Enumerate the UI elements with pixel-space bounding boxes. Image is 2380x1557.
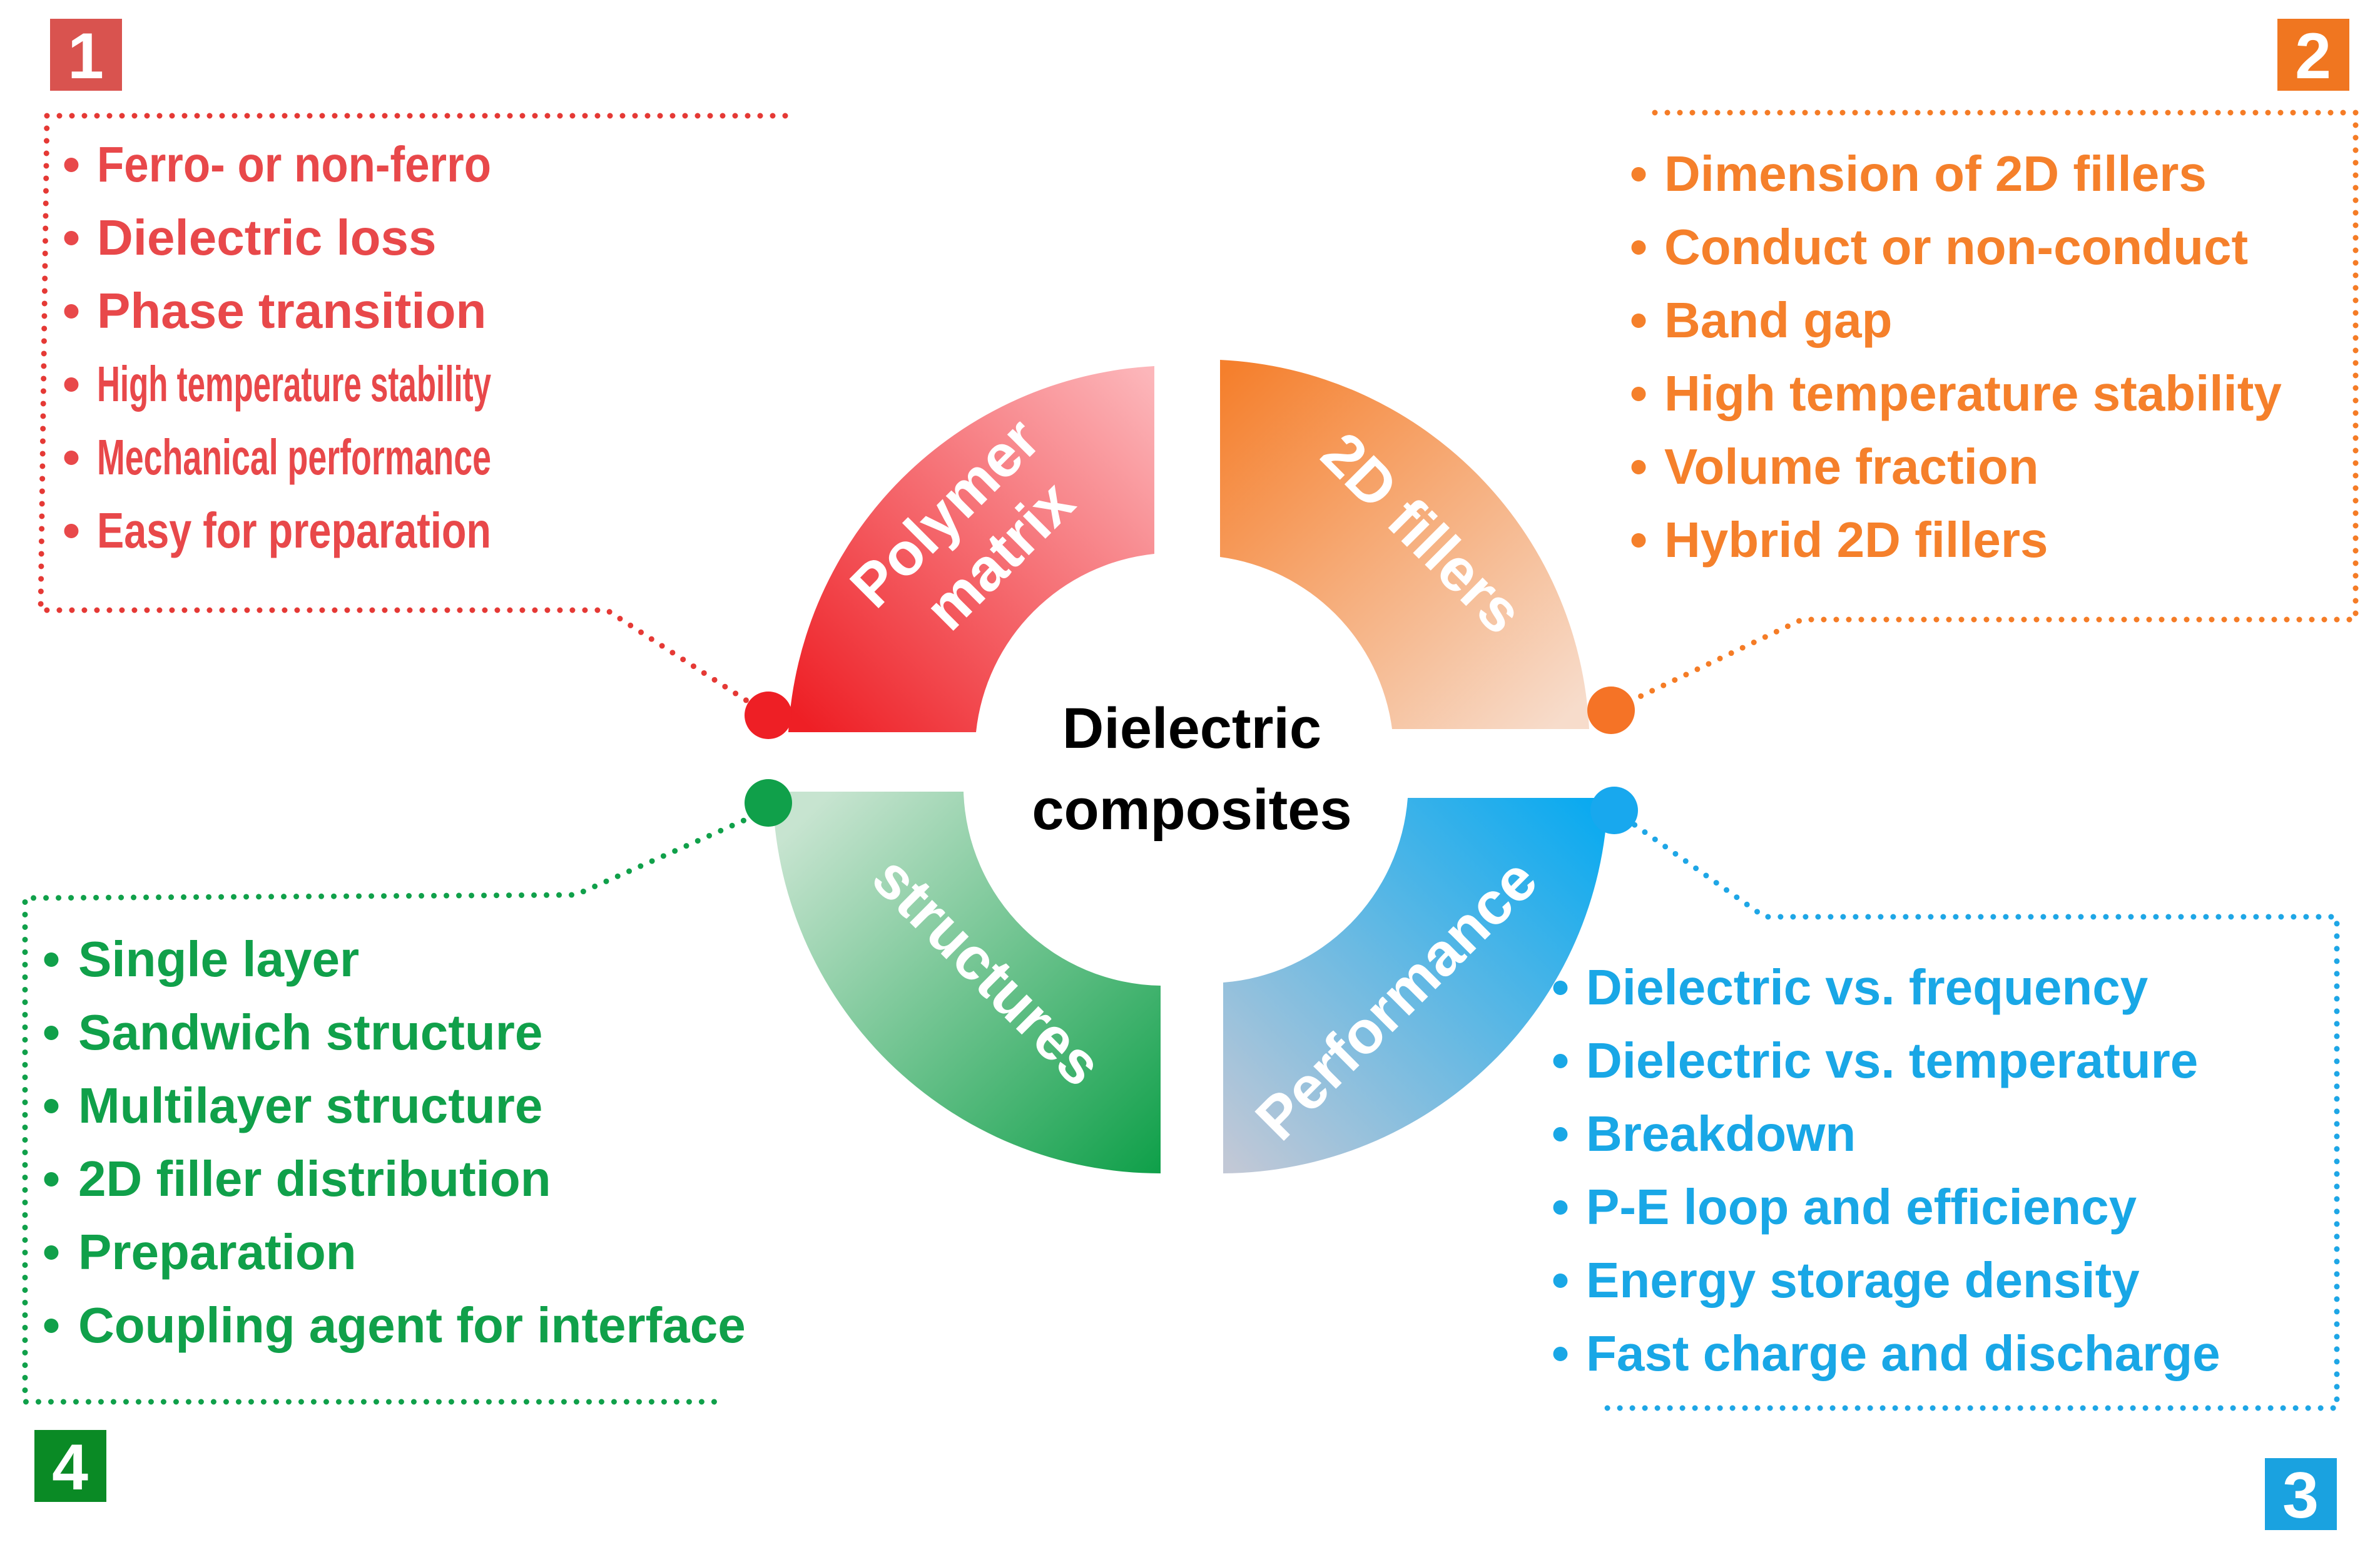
box4-bullet: • [43,1078,60,1133]
box3-list: • Dielectric vs. frequency • Dielectric vs.… [1552,959,2220,1381]
connector-dot-blue [1590,787,1638,834]
box4-bullet: • [43,1151,60,1207]
box1-bullet: • [63,356,80,412]
box1-list-item: Phase transition [97,283,486,339]
box3-list-item: Breakdown [1586,1106,1856,1161]
box1-dotted-frame [38,113,788,717]
box2-bullet: • [1630,365,1647,421]
box4-list-item: Multilayer structure [78,1078,542,1133]
box1-list: • Ferro- or non-ferro • Dielectric loss • Pha… [63,136,491,558]
box1-bullet: • [63,210,80,265]
box3-bullet: • [1552,1325,1569,1381]
box2-bullet: • [1630,219,1647,275]
badge-1: 1 [50,19,122,93]
box2-list-item: High temperature stability [1664,365,2282,421]
box3-list-item: P-E loop and efficiency [1586,1179,2137,1235]
center-title-line1: Dielectric [1062,697,1321,760]
box1-list-item: Ferro- or non-ferro [97,136,491,192]
badge-3: 3 [2265,1458,2337,1532]
box4-bullet: • [43,1224,60,1280]
connector-dot-red [745,692,792,739]
box1-list-item: Easy for preparation [97,503,491,558]
box2-bullet: • [1630,292,1647,348]
box1-bullet: • [63,503,80,558]
box3-bullet: • [1552,1252,1569,1308]
svg-text:1: 1 [68,20,104,93]
segment-performance [1223,798,1608,1173]
box1-bullet: • [63,283,80,339]
box3-list-item: Dielectric vs. frequency [1586,959,2149,1015]
box1-list-item: Mechanical performance [97,429,491,485]
box3-list-item: Fast charge and discharge [1586,1325,2220,1381]
box2-bullet: • [1630,146,1647,202]
box2-list-item: Band gap [1664,292,1892,348]
box3-dotted-frame [1595,807,2340,1411]
box3-bullet: • [1552,1033,1569,1088]
svg-text:4: 4 [52,1431,88,1504]
box2-list: • Dimension of 2D fillers • Conduct or non-… [1630,146,2282,568]
box4-bullet: • [43,1004,60,1060]
box3-bullet: • [1552,959,1569,1015]
box1-bullet: • [63,429,80,485]
box4-list-item: Preparation [78,1224,357,1280]
box2-list-item: Dimension of 2D fillers [1664,146,2207,202]
box4-list-item: Single layer [78,931,359,987]
box2-list-item: Hybrid 2D fillers [1664,512,2048,568]
segment-2d-fillers [1220,360,1589,729]
center-title-line2: composites [1032,778,1351,842]
box2-bullet: • [1630,439,1647,494]
box4-bullet: • [43,931,60,987]
box2-list-item: Volume fraction [1664,439,2039,494]
box4-dotted-frame [22,807,770,1405]
connector-dot-orange [1587,687,1635,734]
box3-bullet: • [1552,1106,1569,1161]
box4-list-item: Coupling agent for interface [78,1297,746,1353]
segment-structures [773,792,1161,1173]
box4-list: • Single layer • Sandwich structure • Multila… [43,931,746,1353]
box3-list-item: Energy storage density [1586,1252,2140,1308]
segment-polymer-matrix [788,366,1154,732]
badge-4: 4 [34,1430,106,1504]
box1-list-item: Dielectric loss [97,210,437,265]
box2-list-item: Conduct or non-conduct [1664,219,2248,275]
box4-bullet: • [43,1297,60,1353]
box3-list-item: Dielectric vs. temperature [1586,1033,2198,1088]
svg-text:3: 3 [2282,1459,2319,1532]
box2-bullet: • [1630,512,1647,568]
box4-list-item: Sandwich structure [78,1004,542,1060]
box1-list-item: High temperature stability [97,356,491,412]
box4-list-item: 2D filler distribution [78,1151,551,1207]
connector-dot-green [745,779,792,827]
box1-bullet: • [63,136,80,192]
box3-bullet: • [1552,1179,1569,1235]
svg-text:2: 2 [2295,20,2331,93]
badge-2: 2 [2277,19,2349,93]
